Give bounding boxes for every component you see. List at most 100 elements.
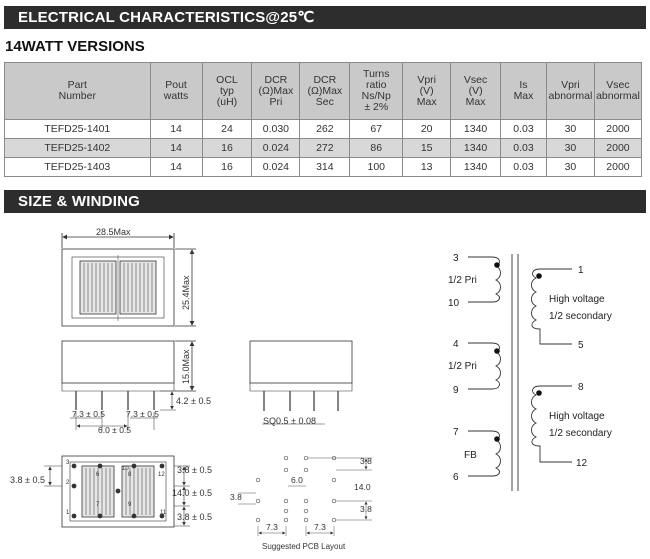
dim-side-height-label: 15.0Max (181, 349, 191, 384)
section-subtitle: 14WATT VERSIONS (5, 38, 145, 55)
pcb-dim-label: 14.0 (354, 482, 371, 492)
pin-number: 10 (122, 466, 129, 472)
winding-label: 1/2 secondary (549, 311, 612, 322)
winding-pin: 12 (576, 458, 588, 469)
pcb-dim-label: 7.3 (314, 522, 326, 532)
winding-pin: 6 (453, 472, 459, 483)
dim-bottom-right-top-label: 3.8 ± 0.5 (177, 465, 212, 475)
pin-number: 9 (128, 502, 132, 508)
bottom-view-drawing (44, 455, 190, 528)
winding-pin: 1 (578, 265, 584, 276)
dim-height-label: 25.4Max (181, 275, 191, 310)
table-cell: 20 (402, 119, 452, 139)
pcb-dim-label: 3.8 (360, 504, 372, 514)
table-cell: 30 (545, 119, 595, 139)
winding-label: 1/2 Pri (448, 275, 477, 286)
pcb-dim-label: 3.8 (230, 492, 242, 502)
table-cell: 0.03 (500, 138, 547, 158)
table-cell: 0.024 (251, 157, 301, 177)
spec-table: Part Number Pout watts OCL typ (uH) DCR … (4, 62, 643, 177)
pcb-dim-label: 6.0 (291, 475, 303, 485)
table-cell: 1340 (450, 138, 502, 158)
pcb-layout-drawing (238, 455, 372, 536)
pin-number: 11 (160, 510, 167, 516)
table-cell: 14 (149, 138, 203, 158)
table-cell: 14 (149, 157, 203, 177)
winding-label: 1/2 Pri (448, 361, 477, 372)
table-cell: 30 (545, 157, 595, 177)
pin-number: 8 (128, 472, 132, 478)
header-cell: Pout watts (149, 62, 203, 120)
winding-label: 1/2 secondary (549, 428, 612, 439)
table-cell: 0.024 (251, 138, 301, 158)
winding-schematic (468, 254, 572, 491)
table-cell: 272 (299, 138, 351, 158)
winding-pin: 4 (453, 339, 459, 350)
table-cell: 314 (299, 157, 351, 177)
pcb-dim-label: 3.8 (360, 456, 372, 466)
table-cell: 2000 (593, 157, 643, 177)
dim-pitch-right-label: 7.3 ± 0.5 (126, 409, 159, 419)
table-cell: 262 (299, 119, 351, 139)
header-cell: DCR (Ω)Max Pri (251, 62, 301, 120)
table-cell: TEFD25-1401 (4, 119, 151, 139)
table-cell: 100 (349, 157, 404, 177)
table-cell: 0.03 (500, 157, 547, 177)
table-cell: TEFD25-1403 (4, 157, 151, 177)
pin-number: 3 (66, 460, 70, 466)
winding-pin: 10 (448, 298, 460, 309)
table-cell: 86 (349, 138, 404, 158)
size-winding-banner: SIZE & WINDING (4, 190, 646, 213)
header-cell: Part Number (4, 62, 151, 120)
table-cell: 14 (149, 119, 203, 139)
header-cell: Vpri abnormal (545, 62, 595, 120)
table-header-row: Part Number Pout watts OCL typ (uH) DCR … (4, 62, 643, 120)
side-view-drawing (249, 340, 353, 425)
pin-number: 2 (66, 480, 70, 486)
table-cell: 15 (402, 138, 452, 158)
table-cell: 1340 (450, 119, 502, 139)
header-cell: Turns ratio Ns/Np ± 2% (349, 62, 404, 120)
winding-label: FB (464, 450, 477, 461)
table-cell: TEFD25-1402 (4, 138, 151, 158)
table-cell: 2000 (593, 119, 643, 139)
header-cell: Vsec abnormal (593, 62, 643, 120)
winding-pin: 8 (578, 382, 584, 393)
table-cell: 0.03 (500, 119, 547, 139)
dim-bottom-right-mid-label: 14.0 ± 0.5 (172, 488, 212, 498)
table-row: TEFD25-1403 14 16 0.024 314 100 13 1340 … (4, 157, 643, 177)
winding-pin: 7 (453, 427, 459, 438)
table-cell: 16 (201, 138, 253, 158)
table-cell: 1340 (450, 157, 502, 177)
pcb-caption: Suggested PCB Layout (262, 542, 346, 551)
table-cell: 24 (201, 119, 253, 139)
pin-number: 7 (96, 502, 100, 508)
winding-pin: 3 (453, 253, 459, 264)
header-cell: OCL typ (uH) (201, 62, 253, 120)
header-cell: Vsec (V) Max (450, 62, 502, 120)
winding-label: High voltage (549, 411, 605, 422)
winding-pin: 5 (578, 340, 584, 351)
table-cell: 30 (545, 138, 595, 158)
table-cell: 67 (349, 119, 404, 139)
electrical-banner: ELECTRICAL CHARACTERISTICS@25℃ (4, 6, 646, 29)
table-row: TEFD25-1401 14 24 0.030 262 67 20 1340 0… (4, 119, 643, 139)
header-cell: Is Max (500, 62, 547, 120)
pin-number: 1 (66, 510, 70, 516)
winding-label: High voltage (549, 294, 605, 305)
dim-pitch-left-label: 7.3 ± 0.5 (72, 409, 105, 419)
table-cell: 0.030 (251, 119, 301, 139)
pin-number: 6 (96, 472, 100, 478)
pin-number: 12 (158, 472, 165, 478)
dim-width-label: 28.5Max (96, 227, 131, 237)
dim-center-label: 6.0 ± 0.5 (98, 425, 131, 435)
front-view-drawing (61, 340, 196, 430)
winding-pin: 9 (453, 385, 459, 396)
header-cell: Vpri (V) Max (402, 62, 452, 120)
dim-bottom-right-bot-label: 3.8 ± 0.5 (177, 512, 212, 522)
dim-bottom-left-label: 3.8 ± 0.5 (10, 475, 45, 485)
dim-pin-length-label: 4.2 ± 0.5 (176, 396, 211, 406)
top-view-drawing (61, 233, 196, 327)
pcb-dim-label: 7.3 (266, 522, 278, 532)
table-row: TEFD25-1402 14 16 0.024 272 86 15 1340 0… (4, 138, 643, 158)
